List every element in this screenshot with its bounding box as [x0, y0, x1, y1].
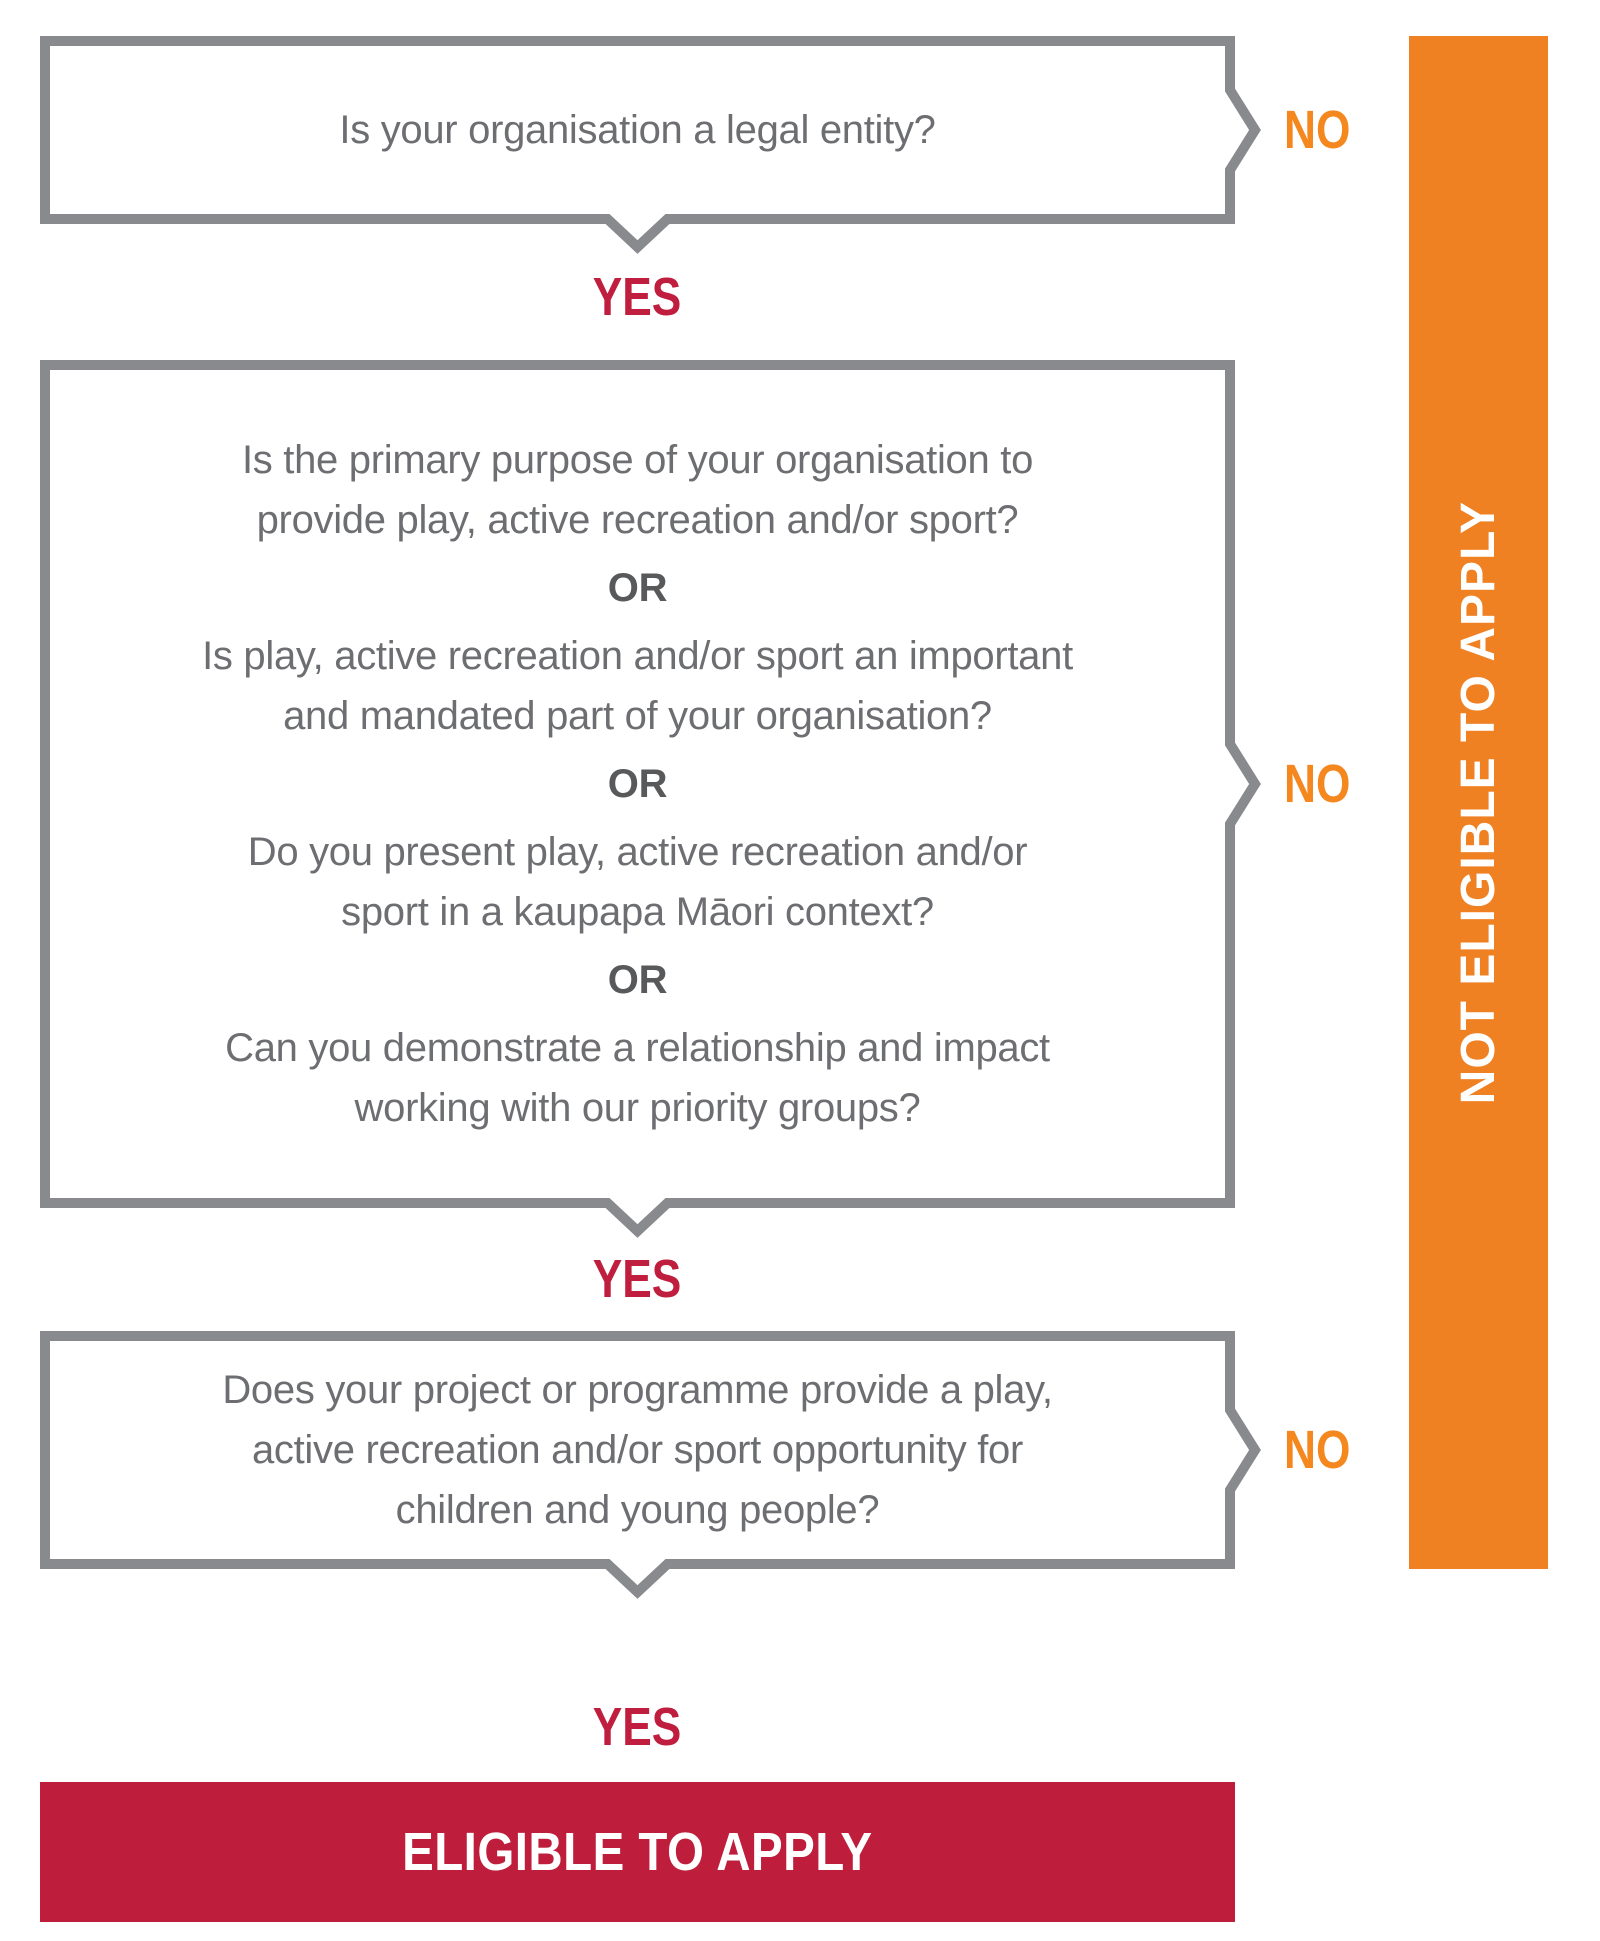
question-text-priority-groups: Can you demonstrate a relationship and i… [225, 1026, 1050, 1130]
question-text-legal-entity: Is your organisation a legal entity? [339, 108, 936, 152]
or-separator-2: OR [607, 762, 668, 806]
or-separator-3: OR [607, 958, 668, 1002]
eligible-banner-text: ELIGIBLE TO APPLY [402, 1822, 873, 1882]
box-frame-arrow-right-down [40, 1331, 1261, 1599]
yes-label-1: YES [593, 267, 682, 327]
question-box-project-opportunity: Does your project or programme provide a… [40, 1331, 1261, 1599]
no-label-3: NO [1284, 1420, 1351, 1480]
box-frame-arrow-right-down [40, 360, 1261, 1238]
question-text-kaupapa-maori: Do you present play, active recreation a… [247, 830, 1028, 934]
question-box-purpose: Is the primary purpose of your organisat… [40, 360, 1261, 1238]
question-text-primary-purpose: Is the primary purpose of your organisat… [241, 438, 1034, 542]
no-label-2: NO [1284, 754, 1351, 814]
not-eligible-banner: NOT ELIGIBLE TO APPLY [1409, 36, 1548, 1569]
box-frame-arrow-right-down [40, 36, 1261, 254]
question-text-project-opportunity: Does your project or programme provide a… [222, 1368, 1053, 1532]
no-label-1: NO [1284, 100, 1351, 160]
yes-label-2: YES [593, 1249, 682, 1309]
eligible-banner: ELIGIBLE TO APPLY [40, 1782, 1235, 1922]
question-box-legal-entity: Is your organisation a legal entity? [40, 36, 1261, 254]
not-eligible-banner-text: NOT ELIGIBLE TO APPLY [1452, 500, 1505, 1105]
or-separator-1: OR [607, 566, 668, 610]
yes-label-3: YES [593, 1697, 682, 1757]
question-text-mandated-part: Is play, active recreation and/or sport … [202, 634, 1073, 738]
